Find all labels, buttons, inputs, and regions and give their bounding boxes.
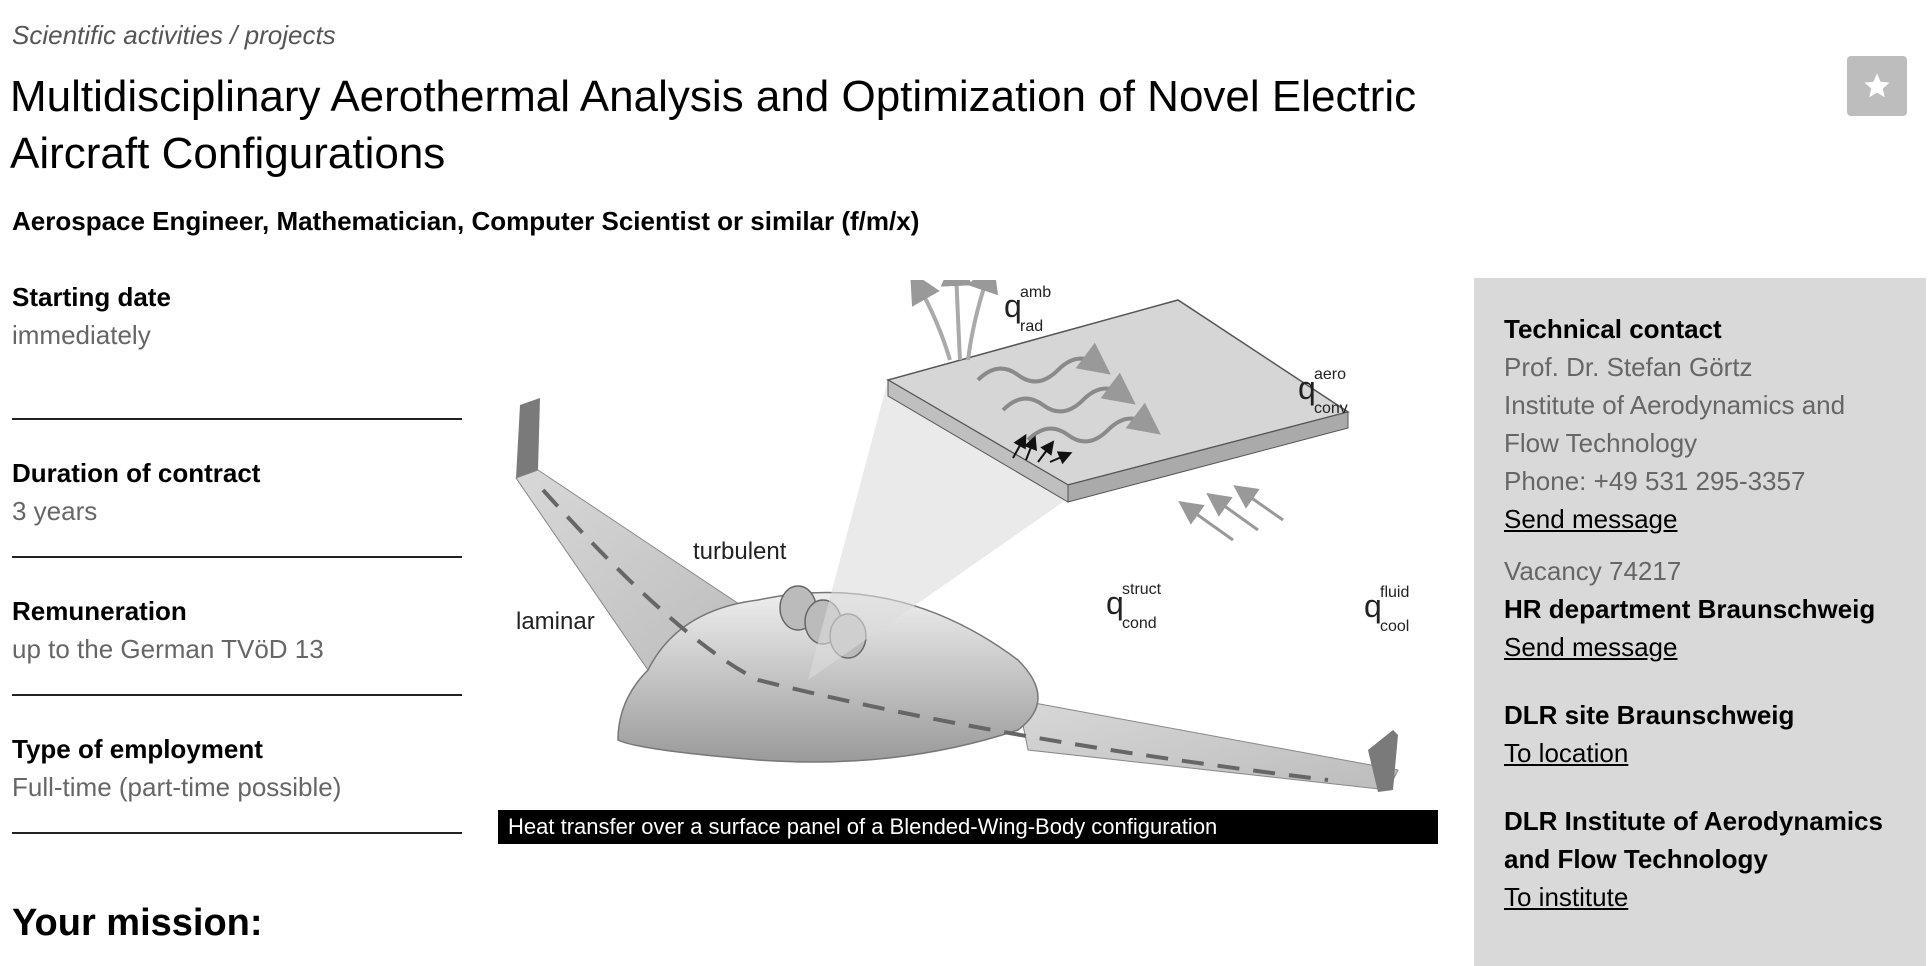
spacer: [1504, 538, 1896, 552]
page-title: Multidisciplinary Aerothermal Analysis a…: [10, 72, 1417, 178]
label-q-conv: q aero conv: [1298, 366, 1348, 417]
fact-employment-type: Type of employment Full-time (part-time …: [12, 696, 462, 834]
q-rad-sup: amb: [1020, 284, 1052, 301]
spacer: [1504, 666, 1896, 696]
vacancy-number: Vacancy 74217: [1504, 556, 1682, 586]
q-conv-sub: conv: [1314, 400, 1348, 417]
fact-label: Starting date: [12, 282, 171, 312]
contact-sidebar: Technical contact Prof. Dr. Stefan Görtz…: [1474, 278, 1926, 966]
contact-institute: Institute of Aerodynamics and: [1504, 390, 1846, 420]
fact-starting-date: Starting date immediately: [12, 282, 462, 420]
technical-contact-label: Technical contact: [1504, 314, 1722, 344]
q-conv-sup: aero: [1314, 366, 1347, 383]
send-message-link-hr[interactable]: Send message: [1504, 632, 1678, 662]
fact-value: up to the German TVöD 13: [12, 634, 324, 664]
site-label: DLR site Braunschweig: [1504, 700, 1795, 730]
spacer: [1504, 772, 1896, 802]
q-symbol: q: [1364, 588, 1382, 624]
fact-label: Type of employment: [12, 734, 263, 764]
job-subtitle: Aerospace Engineer, Mathematician, Compu…: [12, 206, 920, 236]
contact-institute-2: Flow Technology: [1504, 428, 1698, 458]
institute-label: DLR Institute of Aerodynamics: [1504, 806, 1883, 836]
institute-label-2: and Flow Technology: [1504, 844, 1768, 874]
to-institute-link[interactable]: To institute: [1504, 882, 1629, 912]
q-cool-sup: fluid: [1380, 584, 1410, 601]
q-symbol: q: [1004, 288, 1022, 324]
fact-label: Remuneration: [12, 596, 187, 626]
label-laminar: laminar: [516, 608, 595, 635]
star-icon: [1864, 73, 1890, 98]
q-rad-sub: rad: [1020, 318, 1044, 335]
fact-duration: Duration of contract 3 years: [12, 420, 462, 558]
q-symbol: q: [1298, 370, 1316, 406]
label-q-rad: q amb rad: [1004, 284, 1051, 335]
contact-phone: Phone: +49 531 295-3357: [1504, 466, 1806, 496]
figure-caption: Heat transfer over a surface panel of a …: [498, 810, 1438, 844]
breadcrumb[interactable]: Scientific activities / projects: [12, 20, 336, 50]
fact-value: immediately: [12, 320, 151, 350]
favorite-button[interactable]: [1847, 56, 1907, 116]
to-location-link[interactable]: To location: [1504, 738, 1629, 768]
aircraft-figure: laminar turbulent q amb rad q aero conv …: [498, 280, 1438, 840]
q-cool-sub: cool: [1380, 618, 1410, 635]
q-symbol: q: [1106, 585, 1124, 621]
q-cond-sup: struct: [1122, 581, 1162, 598]
q-cond-sub: cond: [1122, 615, 1157, 632]
fact-value: Full-time (part-time possible): [12, 772, 342, 802]
blended-wing-body-illustration: [515, 280, 1399, 792]
label-turbulent: turbulent: [693, 538, 787, 565]
contact-name: Prof. Dr. Stefan Görtz: [1504, 352, 1753, 382]
job-facts: Starting date immediately Duration of co…: [12, 282, 462, 834]
fact-value: 3 years: [12, 496, 98, 526]
hr-department: HR department Braunschweig: [1504, 594, 1876, 624]
fact-label: Duration of contract: [12, 458, 261, 488]
label-q-cool: q fluid cool: [1364, 584, 1409, 635]
mission-heading: Your mission:: [12, 902, 263, 944]
send-message-link-technical[interactable]: Send message: [1504, 504, 1678, 534]
label-q-cond: q struct cond: [1106, 581, 1161, 632]
fact-remuneration: Remuneration up to the German TVöD 13: [12, 558, 462, 696]
